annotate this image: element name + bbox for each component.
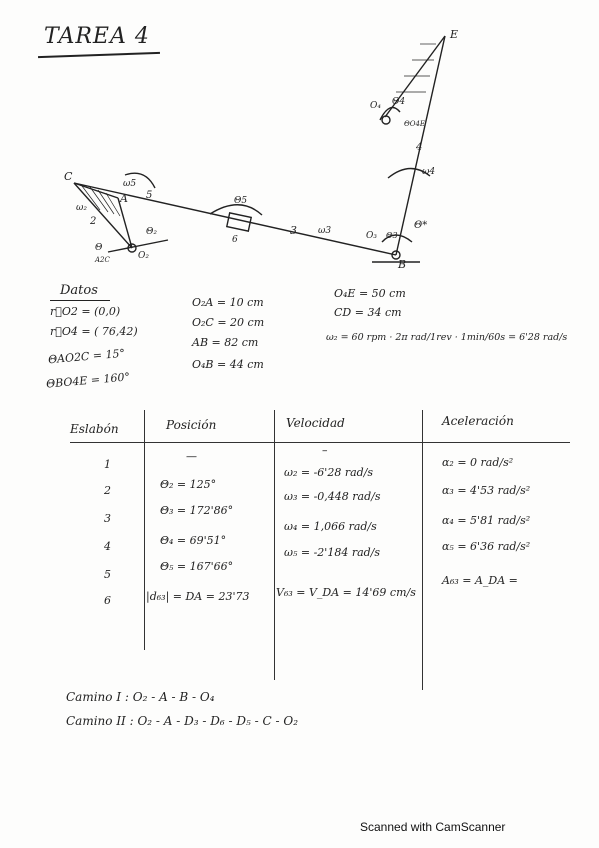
route-1: Camino I : O₂ - A - B - O₄ [66, 690, 215, 704]
label-a: A [119, 192, 128, 205]
datos-o4e: O₄E = 50 cm [334, 287, 406, 300]
row1-n: 1 [104, 458, 111, 471]
table-col-rule-1 [144, 410, 145, 650]
row4-vel: ω₄ = 1,066 rad/s [284, 520, 377, 533]
row6-n: 6 [104, 594, 111, 607]
slider-block [225, 212, 253, 232]
row5-acc: α₅ = 6'36 rad/s² [442, 540, 531, 553]
label-w2: ω₂ [76, 203, 87, 213]
th-aceleracion: Aceleración [442, 414, 514, 428]
datos-theta-bo4e: ΘBO4E = 160° [45, 370, 131, 391]
label-t4e: ΘO4E [404, 120, 425, 128]
results-table: Eslabón Posición Velocidad Aceleración 1… [70, 410, 570, 690]
datos-o2c: O₂C = 20 cm [192, 316, 265, 329]
row5-vel: ω₅ = -2'184 rad/s [284, 546, 381, 559]
label-w3: ω3 [318, 226, 331, 236]
page-title: TAREA 4 [44, 24, 150, 49]
row3-n: 3 [104, 512, 111, 525]
datos-w2: ω₂ = 60 rpm · 2π rad/1rev · 1min/60s = 6… [326, 332, 568, 343]
row6-acc: A₆₃ = A_DA = [442, 574, 518, 587]
row3-acc: α₃ = 4'53 rad/s² [442, 484, 531, 497]
label-n5: 5 [146, 190, 152, 201]
label-w5: ω5 [123, 179, 136, 189]
w4-arc [387, 167, 431, 179]
row2-acc: α₂ = 0 rad/s² [442, 456, 514, 469]
w5-arc [124, 172, 156, 189]
t3-arc [381, 234, 413, 243]
label-t3: Θ3 [386, 231, 398, 240]
row5-n: 5 [104, 568, 111, 581]
label-n6: 6 [232, 235, 238, 245]
link-o4-to-e [395, 35, 446, 256]
label-tstar: Θ* [414, 220, 427, 231]
datos-ab: AB = 82 cm [192, 336, 259, 349]
ground-line-o2 [107, 239, 169, 253]
label-a2c: A2C [94, 256, 111, 264]
label-t5: Θ5 [234, 196, 247, 206]
label-t4: Θ4 [392, 97, 405, 107]
row6-pos: |d₆₃| = DA = 23'73 [146, 590, 250, 603]
label-o2: O₂ [138, 251, 149, 261]
th-velocidad: Velocidad [286, 416, 345, 430]
row4-pos: Θ₄ = 69'51° [160, 534, 227, 547]
row2-vel: ω₂ = -6'28 rad/s [284, 466, 374, 479]
t4-arc [379, 106, 401, 121]
row5-pos: Θ₅ = 167'66° [160, 560, 234, 573]
row2-pos: Θ₂ = 125° [160, 478, 217, 491]
table-col-rule-2 [274, 410, 275, 680]
row4-n: 4 [104, 540, 111, 553]
label-t2c: Θ [95, 243, 103, 253]
row1-pos: — [186, 450, 197, 463]
label-o4: O₄ [370, 101, 381, 111]
pin-o2 [127, 243, 137, 253]
label-c: C [64, 170, 73, 183]
datos-cd: CD = 34 cm [334, 306, 402, 319]
row3-vel: ω₃ = -0,448 rad/s [284, 490, 381, 503]
label-e: E [449, 28, 458, 41]
datos-o2a: O₂A = 10 cm [192, 296, 264, 309]
scanner-watermark: Scanned with CamScanner [360, 820, 506, 834]
label-w4: ω4 [422, 167, 435, 177]
link-c-a [73, 182, 119, 199]
datos-r-o2: r⃗O2 = (0,0) [50, 305, 121, 318]
label-n4: 4 [415, 142, 422, 153]
pin-b [391, 250, 401, 260]
datos-o4b: O₄B = 44 cm [192, 358, 264, 371]
label-t2: Θ₂ [146, 227, 157, 237]
table-header-rule [70, 442, 570, 443]
route-2: Camino II : O₂ - A - D₃ - D₆ - D₅ - C - … [66, 714, 299, 728]
datos-underline [50, 300, 110, 301]
row1-vel: – [322, 444, 328, 457]
datos-theta-ao2c: ΘAO2C = 15° [47, 346, 126, 367]
link-e-side [384, 35, 446, 118]
label-n2: 2 [89, 216, 96, 227]
row6-vel: V₆₃ = V_DA = 14'69 cm/s [276, 586, 416, 599]
label-n3: 3 [290, 224, 297, 237]
t5-arc [209, 204, 263, 216]
th-posicion: Posición [166, 418, 217, 432]
label-o3: O₃ [366, 231, 377, 241]
label-b: B [397, 258, 406, 270]
row2-n: 2 [104, 484, 111, 497]
row3-pos: Θ₃ = 172'86° [160, 504, 234, 517]
table-col-rule-3 [422, 410, 423, 690]
th-eslabon: Eslabón [70, 422, 119, 436]
mechanism-diagram: E C A B O₂ O₃ O₄ ω5 5 ω₂ 2 Θ₂ Θ A2C Θ5 6… [64, 28, 458, 270]
link-a-o2 [117, 197, 133, 249]
pin-o4 [381, 115, 391, 125]
row4-acc: α₄ = 5'81 rad/s² [442, 514, 531, 527]
datos-r-o4: r⃗O4 = ( 76,42) [50, 325, 138, 338]
datos-header: Datos [60, 283, 98, 298]
link-c-o2 [73, 182, 133, 249]
link-c-to-b [73, 182, 397, 256]
